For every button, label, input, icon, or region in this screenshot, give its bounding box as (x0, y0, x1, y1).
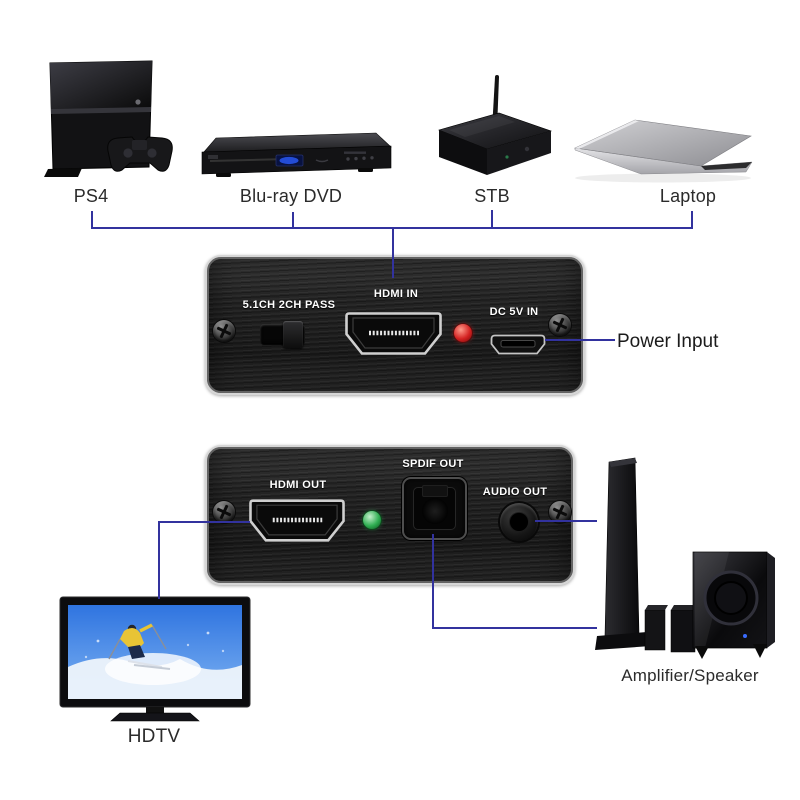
cable-ps4-drop (91, 211, 93, 228)
cable-hdmi-out-h (158, 521, 250, 523)
cable-spdif-h (432, 627, 597, 629)
ps4-image (40, 55, 175, 180)
power-input-label: Power Input (617, 331, 719, 352)
source-label-stb: STB (474, 186, 510, 206)
audio-out-label: AUDIO OUT (482, 486, 548, 498)
source-label-laptop: Laptop (659, 186, 717, 206)
output-label-hdtv: HDTV (127, 726, 181, 747)
switch-knob (283, 321, 304, 348)
screw-icon (549, 501, 571, 523)
screw-icon (213, 320, 235, 342)
cable-spdif-v (432, 534, 434, 629)
cable-power (545, 339, 615, 341)
bluray-icon (201, 132, 392, 177)
source-label-bluray: Blu-ray DVD (239, 186, 343, 206)
hdtv-image (58, 593, 253, 728)
cable-hdmi-out-v (158, 521, 160, 599)
dc-5v-in-label: DC 5V IN (489, 306, 539, 318)
ps4-icon (44, 60, 173, 177)
micro-usb-port (490, 334, 546, 355)
extractor-front-panel: 5.1CH 2CH PASS HDMI IN DC 5V IN (205, 255, 585, 395)
cable-bluray-drop (292, 212, 294, 228)
screw-icon (549, 314, 571, 336)
stb-image (435, 73, 555, 180)
hdmi-out-label: HDMI OUT (269, 479, 327, 491)
speaker-system-image (595, 450, 780, 660)
hdmi-in-port (345, 312, 442, 355)
cable-laptop-drop (691, 211, 693, 228)
spdif-toslink-port (402, 477, 467, 540)
spdif-out-label: SPDIF OUT (402, 458, 464, 470)
toslink-tab (421, 485, 448, 497)
cable-audio-out (535, 520, 597, 522)
power-led-red (454, 324, 472, 342)
output-label-speaker: Amplifier/Speaker (621, 666, 759, 685)
cable-stb-drop (491, 210, 493, 228)
laptop-icon (573, 119, 753, 183)
audio-out-jack (500, 503, 538, 541)
laptop-image (553, 108, 763, 188)
stb-icon (438, 75, 553, 175)
hdmi-out-port (249, 499, 345, 542)
audio-mode-switch (260, 321, 305, 348)
extractor-rear-panel: HDMI OUT SPDIF OUT AUDIO OUT (205, 445, 575, 585)
hdtv-icon (59, 596, 251, 722)
status-led-green (363, 511, 381, 529)
audio-mode-switch-label: 5.1CH 2CH PASS (242, 299, 336, 311)
cable-hdmi-in-feed (392, 227, 394, 278)
bluray-image (198, 130, 393, 182)
screw-icon (213, 501, 235, 523)
hdmi-in-label: HDMI IN (373, 288, 419, 300)
source-label-ps4: PS4 (73, 186, 109, 206)
toslink-hole (421, 497, 448, 524)
speaker-system-icon (595, 457, 775, 659)
